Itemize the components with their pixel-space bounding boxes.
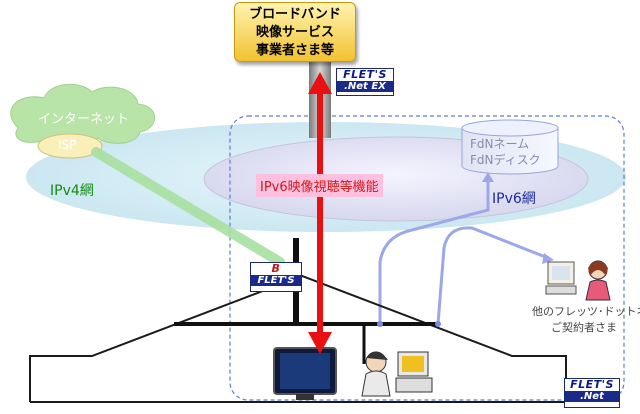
provider-line-3: 事業者さま等 — [255, 43, 334, 58]
bflets-logo-top: B — [271, 262, 281, 275]
netex-logo-bottom: .Net EX — [337, 81, 393, 92]
flets-net-logo: FLET'S .Net — [564, 378, 620, 408]
other-user-arrowhead — [542, 253, 554, 264]
flets-net-ex-logo: FLET'S .Net EX — [336, 68, 394, 96]
fdn-arrowhead — [482, 172, 494, 182]
video-link-arrowhead-up — [308, 72, 332, 94]
ipv6-network-label: IPv6網 — [492, 191, 536, 207]
lan-link-to-fdn — [378, 178, 490, 324]
other-subscriber-label-2: ご契約者さま — [551, 321, 617, 334]
internet-label: インターネット — [38, 112, 130, 127]
netex-logo-top: FLET'S — [343, 68, 387, 81]
b-flets-logo: B FLET'S — [250, 262, 302, 292]
fdn-disk-label: FdNディスク — [470, 153, 541, 167]
ipv4-access-link — [91, 147, 285, 267]
provider-line-2: 映像サービス — [255, 25, 334, 40]
lan-junction-dot — [435, 321, 441, 327]
bflets-logo-bottom: FLET'S — [251, 275, 301, 286]
home-pc-user-icon — [361, 351, 433, 397]
net-logo-bottom: .Net — [565, 391, 619, 402]
ipv4-network-label: IPv4網 — [50, 183, 94, 199]
fdn-name-label: FdNネーム — [470, 137, 530, 151]
other-user-pc-icon — [545, 260, 611, 301]
video-link-arrowhead-down — [308, 332, 332, 354]
lan-junction-dot — [377, 321, 383, 327]
isp-label: ISP — [58, 138, 77, 152]
fdn-storage-cylinder — [461, 128, 559, 175]
video-service-provider-box: ブロードバンド 映像サービス 事業者さま等 — [234, 2, 356, 62]
provider-line-1: ブロードバンド — [249, 7, 341, 22]
fdn-cylinder-top — [461, 119, 559, 137]
tv-screen — [280, 353, 330, 389]
tv-stand — [296, 394, 314, 400]
ipv6-video-function-label: IPv6映像視聴等機能 — [256, 174, 383, 197]
isp-node — [37, 133, 103, 159]
other-subscriber-label-1: 他のフレッツ･ドットネット — [532, 305, 640, 318]
net-logo-top: FLET'S — [570, 378, 614, 391]
flets-net-area — [229, 115, 625, 401]
lan-link-to-other-user — [436, 226, 549, 325]
